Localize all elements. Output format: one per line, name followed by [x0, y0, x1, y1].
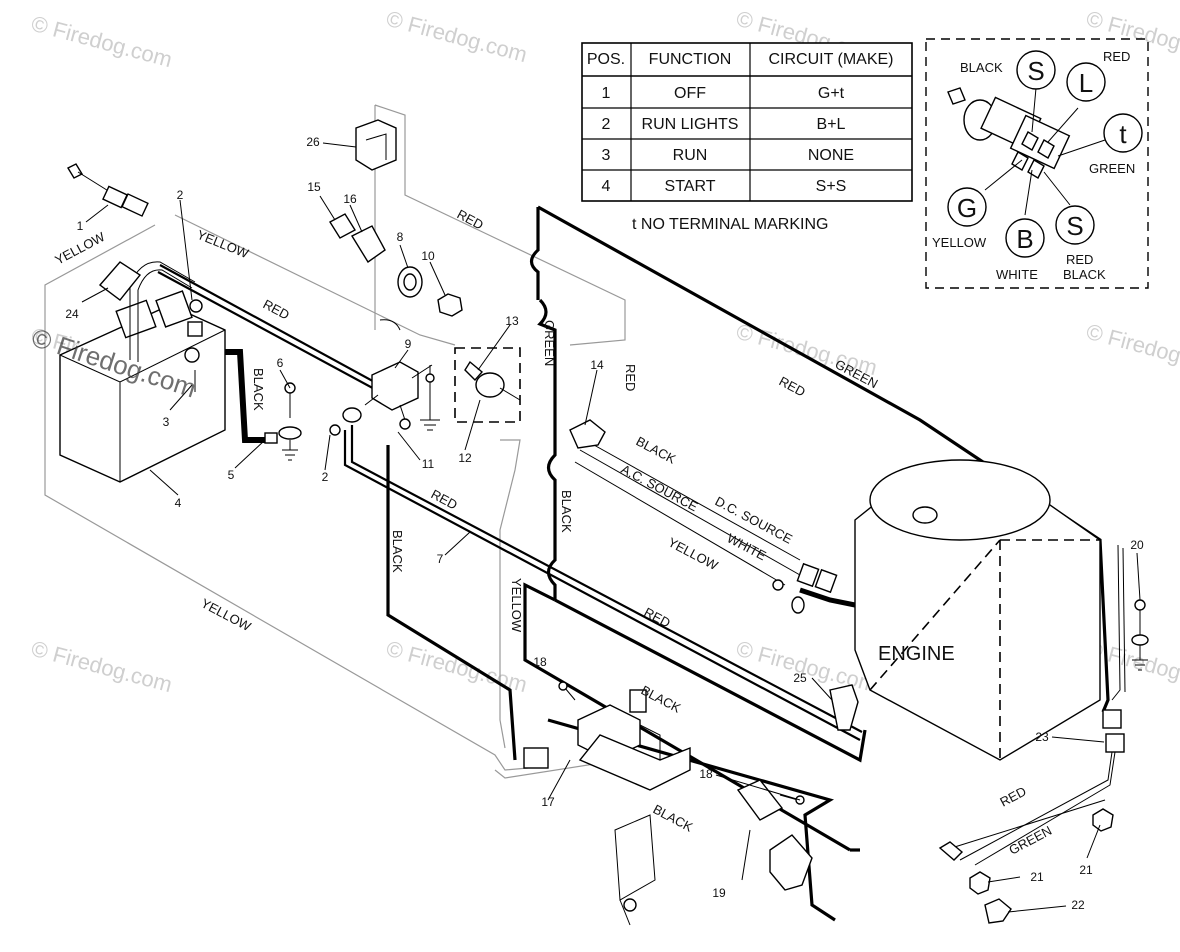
- callout-24: 24: [65, 307, 79, 321]
- wire-label-red: RED: [429, 486, 460, 512]
- engine-label: ENGINE: [878, 643, 955, 665]
- table-header-circuit: CIRCUIT (MAKE): [768, 51, 893, 68]
- callout-21: 21: [1030, 870, 1044, 884]
- wire-label-green: GREEN: [1006, 823, 1054, 858]
- wire-label-yellow: YELLOW: [199, 595, 255, 634]
- wire-label-dc-source: D.C. SOURCE: [713, 493, 796, 546]
- callout-21: 21: [1079, 863, 1093, 877]
- inset-label-white: WHITE: [996, 267, 1038, 282]
- callout-23: 23: [1035, 730, 1049, 744]
- table-cell: B+L: [817, 116, 846, 133]
- callout-numbers: 1 2 2 3 4 5 6 7 8 9 10 11 12 13 14 15 16…: [65, 135, 1144, 912]
- table-header-pos: POS.: [587, 51, 625, 68]
- callout-25: 25: [793, 671, 807, 685]
- wire-label-red: RED: [997, 784, 1028, 810]
- inset-label-black: BLACK: [960, 60, 1003, 75]
- wire-label-yellow: YELLOW: [666, 534, 722, 573]
- wire-label-ac-source: A.C. SOURCE: [619, 461, 701, 514]
- parts-layer: [59, 119, 1149, 926]
- inset-label-yellow: YELLOW: [932, 235, 987, 250]
- wire-label-black: BLACK: [651, 801, 696, 834]
- watermark: © Firedog.com: [1084, 6, 1180, 68]
- callout-9: 9: [405, 337, 412, 351]
- table-cell: START: [665, 178, 716, 195]
- terminal-t: t: [1119, 119, 1127, 149]
- watermark: © Firedog.com: [1084, 319, 1180, 381]
- callout-2: 2: [177, 188, 184, 202]
- table-header-function: FUNCTION: [649, 51, 732, 68]
- callout-19: 19: [712, 886, 726, 900]
- wire-label-yellow: YELLOW: [195, 227, 252, 261]
- terminal-s-bottom: S: [1066, 211, 1083, 241]
- wire-label-green: GREEN: [542, 320, 557, 366]
- inset-label-red-2: RED: [1066, 252, 1093, 267]
- callout-18: 18: [533, 655, 547, 669]
- table-cell: 4: [602, 178, 611, 195]
- callout-6: 6: [277, 356, 284, 370]
- wire-label-red: RED: [623, 364, 638, 391]
- callout-14: 14: [590, 358, 604, 372]
- terminal-g: G: [957, 193, 977, 223]
- callout-15: 15: [307, 180, 321, 194]
- callout-18: 18: [699, 767, 713, 781]
- callout-12: 12: [458, 451, 472, 465]
- table-cell: 2: [602, 116, 611, 133]
- wire-label-red: RED: [261, 296, 292, 322]
- wire-label-black: BLACK: [634, 433, 679, 466]
- table-note: t NO TERMINAL MARKING: [632, 216, 828, 233]
- callout-11: 11: [422, 457, 435, 471]
- callout-22: 22: [1071, 898, 1085, 912]
- watermark: © Firedog.com: [29, 11, 175, 73]
- inset-label-green: GREEN: [1089, 161, 1135, 176]
- callout-5: 5: [228, 468, 235, 482]
- table-cell: NONE: [808, 147, 854, 164]
- callout-4: 4: [175, 496, 182, 510]
- wire-label-white: WHITE: [725, 530, 769, 563]
- inset-label-black-2: BLACK: [1063, 267, 1106, 282]
- callout-10: 10: [421, 249, 435, 263]
- table-cell: S+S: [816, 178, 847, 195]
- table-cell: 1: [602, 85, 611, 102]
- wire-label-red: RED: [777, 373, 808, 399]
- inset-label-red: RED: [1103, 49, 1130, 64]
- wire-label-black: BLACK: [559, 490, 574, 533]
- wire-label-black: BLACK: [390, 530, 405, 573]
- wire-label-yellow: YELLOW: [52, 229, 108, 268]
- callout-20: 20: [1130, 538, 1144, 552]
- watermark: © Firedog.com: [384, 6, 530, 68]
- callout-2: 2: [322, 470, 329, 484]
- callout-26: 26: [306, 135, 320, 149]
- callout-leaders: [81, 142, 1141, 913]
- terminal-b: B: [1016, 224, 1033, 254]
- callout-8: 8: [397, 230, 404, 244]
- watermark: © Firedog.com: [29, 636, 175, 698]
- callout-17: 17: [541, 795, 555, 809]
- wire-label-red: RED: [455, 206, 486, 232]
- callout-7: 7: [437, 552, 444, 566]
- callout-13: 13: [505, 314, 519, 328]
- table-cell: RUN: [673, 147, 708, 164]
- wire-label-black: BLACK: [251, 368, 266, 411]
- callout-16: 16: [343, 192, 357, 206]
- table-cell: G+t: [818, 85, 845, 102]
- terminal-s-top: S: [1027, 56, 1044, 86]
- table-cell: RUN LIGHTS: [642, 116, 739, 133]
- table-cell: 3: [602, 147, 611, 164]
- callout-3: 3: [163, 415, 170, 429]
- ignition-switch-inset: S L t G B S BLACK RED GREEN YELLOW WHITE…: [925, 38, 1149, 289]
- terminal-l: L: [1079, 68, 1093, 98]
- switch-function-table: POS. FUNCTION CIRCUIT (MAKE) 1 OFF G+t 2…: [581, 42, 913, 202]
- table-cell: OFF: [674, 85, 706, 102]
- callout-1: 1: [77, 219, 84, 233]
- wire-label-yellow: YELLOW: [509, 578, 524, 633]
